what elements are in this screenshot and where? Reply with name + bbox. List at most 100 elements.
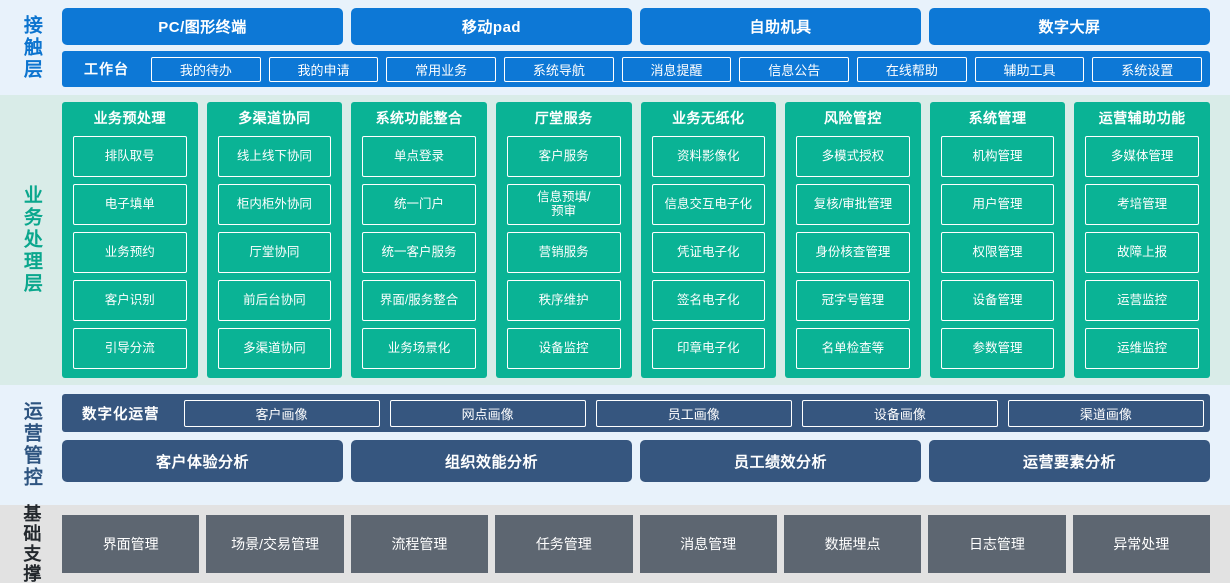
contact-layer-body: PC/图形终端 移动pad 自助机具 数字大屏 工作台 我的待办 我的申请 常用… — [62, 0, 1230, 95]
workbench-item[interactable]: 系统导航 — [504, 56, 614, 82]
analysis-row: 客户体验分析 组织效能分析 员工绩效分析 运营要素分析 — [62, 440, 1210, 482]
foundation-card[interactable]: 消息管理 — [639, 515, 777, 573]
workbench-item[interactable]: 我的申请 — [268, 56, 379, 82]
business-item[interactable]: 统一客户服务 — [362, 231, 476, 273]
business-item[interactable]: 业务场景化 — [362, 327, 476, 370]
business-item[interactable]: 参数管理 — [940, 327, 1055, 370]
business-item[interactable]: 身份核查管理 — [796, 231, 910, 273]
business-item[interactable]: 凭证电子化 — [651, 231, 766, 273]
business-layer-label: 业务处理层 — [20, 185, 42, 295]
foundation-layer-label: 基础支撑 — [21, 504, 42, 583]
workbench-row: 工作台 我的待办 我的申请 常用业务 系统导航 消息提醒 信息公告 在线帮助 辅… — [62, 51, 1210, 87]
business-item[interactable]: 多渠道协同 — [217, 327, 332, 370]
analysis-card[interactable]: 运营要素分析 — [929, 440, 1210, 482]
business-item[interactable]: 业务预约 — [73, 231, 187, 273]
business-item[interactable]: 故障上报 — [1085, 231, 1199, 273]
business-item[interactable]: 统一门户 — [362, 183, 476, 225]
operations-layer-band: 运营管控 数字化运营 客户画像 网点画像 员工画像 设备画像 渠道画像 客户体验… — [0, 385, 1230, 505]
business-item[interactable]: 冠字号管理 — [796, 279, 910, 321]
business-item[interactable]: 秩序维护 — [506, 279, 621, 321]
business-item[interactable]: 客户识别 — [73, 279, 187, 321]
business-item[interactable]: 信息交互电子化 — [651, 183, 766, 225]
operations-layer-label: 运营管控 — [20, 401, 42, 489]
business-item[interactable]: 印章电子化 — [651, 327, 766, 370]
portrait-item[interactable]: 网点画像 — [389, 399, 586, 427]
workbench-item[interactable]: 辅助工具 — [974, 56, 1085, 82]
workbench-item[interactable]: 在线帮助 — [857, 56, 967, 82]
business-column-title: 风险管控 — [823, 110, 882, 126]
business-item[interactable]: 柜内柜外协同 — [217, 183, 332, 225]
business-item[interactable]: 线上线下协同 — [217, 135, 332, 177]
business-item[interactable]: 复核/审批管理 — [796, 183, 910, 225]
portrait-item[interactable]: 客户画像 — [183, 399, 380, 427]
terminal-row: PC/图形终端 移动pad 自助机具 数字大屏 — [62, 8, 1210, 46]
portrait-row: 数字化运营 客户画像 网点画像 员工画像 设备画像 渠道画像 — [62, 394, 1210, 432]
workbench-item[interactable]: 消息提醒 — [621, 56, 732, 82]
business-item[interactable]: 引导分流 — [73, 327, 187, 370]
foundation-card[interactable]: 任务管理 — [495, 515, 633, 573]
business-item[interactable]: 界面/服务整合 — [362, 279, 476, 321]
business-column: 风险管控 多模式授权 复核/审批管理 身份核查管理 冠字号管理 名单检查等 — [785, 102, 921, 378]
business-item[interactable]: 营销服务 — [506, 231, 621, 273]
analysis-card[interactable]: 组织效能分析 — [351, 440, 632, 482]
business-column-title: 业务无纸化 — [672, 110, 745, 126]
business-item[interactable]: 运维监控 — [1085, 327, 1199, 370]
business-item[interactable]: 设备管理 — [940, 279, 1055, 321]
business-item[interactable]: 电子填单 — [73, 183, 187, 225]
operations-layer-label-cell: 运营管控 — [0, 385, 62, 505]
terminal-card[interactable]: PC/图形终端 — [62, 8, 343, 46]
terminal-card[interactable]: 数字大屏 — [929, 8, 1210, 46]
business-item[interactable]: 厅堂协同 — [217, 231, 332, 273]
terminal-card[interactable]: 自助机具 — [640, 8, 921, 46]
portrait-item[interactable]: 设备画像 — [801, 399, 998, 427]
foundation-card[interactable]: 场景/交易管理 — [206, 515, 344, 573]
business-item[interactable]: 信息预填/ 预审 — [506, 183, 621, 225]
workbench-title: 工作台 — [84, 61, 129, 78]
business-item[interactable]: 多媒体管理 — [1085, 135, 1199, 177]
foundation-card[interactable]: 界面管理 — [62, 515, 200, 573]
business-item[interactable]: 签名电子化 — [651, 279, 766, 321]
workbench-item[interactable]: 我的待办 — [151, 56, 261, 82]
business-item[interactable]: 考培管理 — [1085, 183, 1199, 225]
business-column: 运营辅助功能 多媒体管理 考培管理 故障上报 运营监控 运维监控 — [1074, 102, 1210, 378]
business-item[interactable]: 名单检查等 — [796, 327, 910, 370]
workbench-item[interactable]: 常用业务 — [386, 56, 497, 82]
business-column: 厅堂服务 客户服务 信息预填/ 预审 营销服务 秩序维护 设备监控 — [495, 102, 632, 378]
portrait-item[interactable]: 渠道画像 — [1007, 399, 1204, 427]
terminal-card[interactable]: 移动pad — [351, 8, 632, 46]
foundation-card[interactable]: 数据埋点 — [783, 515, 922, 573]
business-item[interactable]: 机构管理 — [940, 135, 1055, 177]
business-column-title: 系统功能整合 — [375, 110, 463, 126]
business-item[interactable]: 资料影像化 — [651, 135, 766, 177]
business-item[interactable]: 客户服务 — [506, 135, 621, 177]
foundation-card[interactable]: 异常处理 — [1072, 515, 1210, 573]
business-item[interactable]: 设备监控 — [506, 327, 621, 370]
business-column: 业务无纸化 资料影像化 信息交互电子化 凭证电子化 签名电子化 印章电子化 — [640, 102, 777, 378]
foundation-card[interactable]: 流程管理 — [350, 515, 489, 573]
business-item[interactable]: 多模式授权 — [796, 135, 910, 177]
business-column-title: 运营辅助功能 — [1098, 110, 1186, 126]
foundation-layer-body: 界面管理 场景/交易管理 流程管理 任务管理 消息管理 数据埋点 日志管理 异常… — [62, 505, 1230, 583]
contact-layer-band: 接触层 PC/图形终端 移动pad 自助机具 数字大屏 工作台 我的待办 我的申… — [0, 0, 1230, 95]
workbench-item[interactable]: 信息公告 — [739, 56, 850, 82]
analysis-card[interactable]: 员工绩效分析 — [640, 440, 921, 482]
business-item[interactable]: 运营监控 — [1085, 279, 1199, 321]
business-item[interactable]: 排队取号 — [73, 135, 187, 177]
business-column: 系统功能整合 单点登录 统一门户 统一客户服务 界面/服务整合 业务场景化 — [351, 102, 487, 378]
business-column-title: 多渠道协同 — [238, 110, 311, 126]
business-layer-label-cell: 业务处理层 — [0, 95, 62, 385]
business-item[interactable]: 用户管理 — [940, 183, 1055, 225]
business-column-title: 系统管理 — [968, 110, 1027, 126]
business-item[interactable]: 前后台协同 — [217, 279, 332, 321]
business-item[interactable]: 权限管理 — [940, 231, 1055, 273]
foundation-layer-label-cell: 基础支撑 — [0, 504, 62, 583]
business-item[interactable]: 单点登录 — [362, 135, 476, 177]
foundation-card[interactable]: 日志管理 — [928, 515, 1066, 573]
portrait-item[interactable]: 员工画像 — [595, 399, 792, 427]
contact-layer-label: 接触层 — [20, 14, 42, 81]
analysis-card[interactable]: 客户体验分析 — [62, 440, 343, 482]
workbench-item[interactable]: 系统设置 — [1092, 56, 1203, 82]
business-column: 业务预处理 排队取号 电子填单 业务预约 客户识别 引导分流 — [62, 102, 198, 378]
operations-layer-body: 数字化运营 客户画像 网点画像 员工画像 设备画像 渠道画像 客户体验分析 组织… — [62, 385, 1230, 505]
